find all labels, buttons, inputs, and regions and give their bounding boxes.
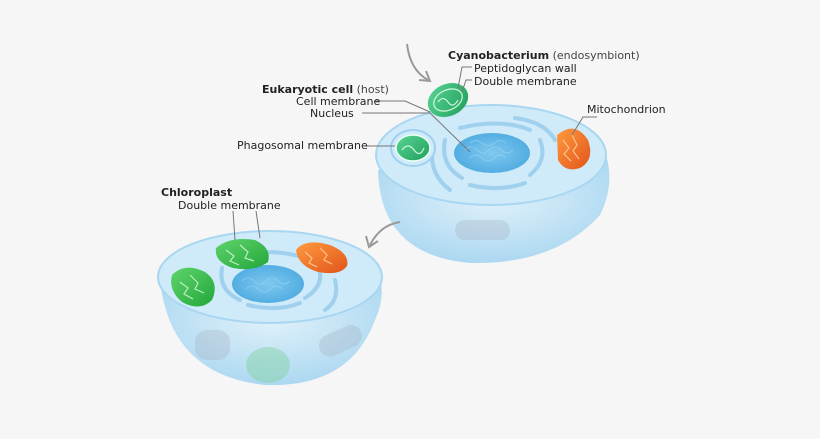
label-chloroplast: Chloroplast [161, 186, 232, 199]
host-nucleus-texture [464, 140, 514, 162]
cyanobacterium-name: Cyanobacterium [448, 49, 550, 62]
phagosome [390, 129, 436, 167]
host-vacuole [455, 220, 510, 240]
label-eukaryotic-cell: Eukaryotic cell (host) [262, 83, 389, 96]
label-peptidoglycan-wall: Peptidoglycan wall [474, 62, 577, 75]
arrow-entry [406, 43, 432, 83]
eukaryotic-cell-name: Eukaryotic cell [262, 83, 354, 96]
arrow-transition [365, 221, 401, 249]
label-nucleus: Nucleus [310, 107, 354, 120]
label-cell-membrane: Cell membrane [296, 95, 381, 108]
plant-cell [157, 230, 383, 386]
label-cyanobacterium: Cyanobacterium (endosymbiont) [448, 49, 640, 62]
host-nucleus [454, 133, 530, 173]
label-mitochondrion: Mitochondrion [587, 103, 666, 116]
plant-vacuole-1 [195, 330, 230, 360]
leader-lines [232, 66, 597, 241]
host-cell [375, 82, 610, 264]
chloroplast-name: Chloroplast [161, 186, 233, 199]
cyanobacterium-note: (endosymbiont) [552, 49, 640, 62]
label-chloroplast-double-membrane: Double membrane [178, 199, 281, 212]
plant-inner-chloroplast [246, 347, 290, 383]
label-cyano-double-membrane: Double membrane [474, 75, 577, 88]
label-phagosomal-membrane: Phagosomal membrane [237, 139, 368, 152]
plant-nucleus-texture [241, 277, 291, 293]
plant-mitochondrion [296, 242, 348, 274]
plant-vacuole-2 [319, 324, 362, 357]
free-cyanobacterium [427, 82, 469, 118]
plant-nucleus [232, 265, 304, 303]
chloroplast-left [171, 267, 215, 307]
chloroplast-top [215, 239, 269, 270]
eukaryotic-cell-note: (host) [356, 83, 389, 96]
mitochondrion [557, 128, 591, 170]
